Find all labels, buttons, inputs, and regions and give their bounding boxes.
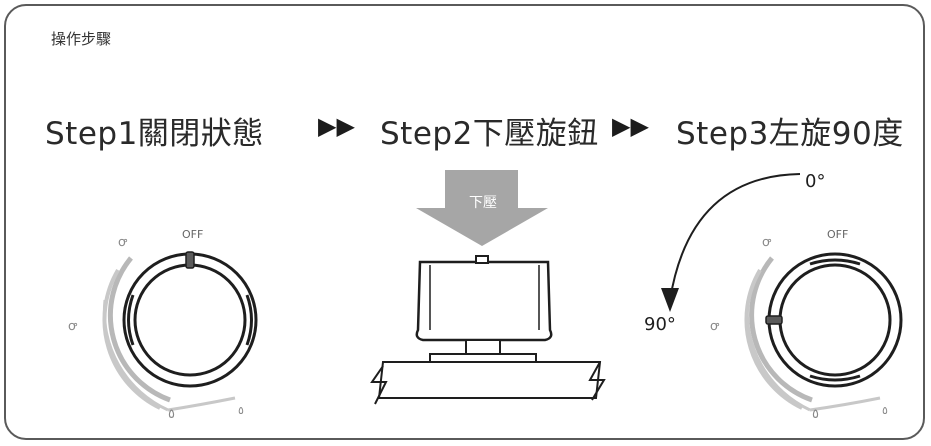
- droplet-small-icon: ٥: [882, 404, 888, 417]
- step1-label: Step1關閉狀態: [45, 116, 264, 152]
- angle-start-label: 0°: [805, 171, 825, 192]
- step3-label: Step3左旋90度: [676, 116, 904, 152]
- step2-press: 下壓: [370, 170, 606, 405]
- step-arrow-2: ▶▶: [612, 112, 649, 140]
- droplet-double-icon: ꝍ: [68, 319, 78, 334]
- step3-off-label: OFF: [827, 228, 848, 241]
- droplet-icon: ٥: [168, 407, 175, 422]
- droplet-icon: ٥: [812, 407, 819, 422]
- droplet-small-icon: ٥: [238, 404, 244, 417]
- step1-knob: OFF ꝍ ꝍ ٥ ٥: [68, 228, 258, 422]
- droplet-double-icon: ꝍ: [762, 235, 772, 250]
- droplet-double-icon: ꝍ: [710, 319, 720, 334]
- press-arrow-icon: [416, 170, 548, 246]
- step1-off-label: OFF: [182, 228, 203, 241]
- step-arrow-1: ▶▶: [318, 112, 355, 140]
- card-title: 操作步驟: [51, 30, 112, 48]
- panel-frame: [4, 4, 925, 440]
- press-label: 下壓: [469, 195, 497, 211]
- step2-label: Step2下壓旋鈕: [380, 116, 599, 152]
- step3-rotate: 0° 90° OFF ꝍ ꝍ ٥ ٥: [644, 171, 903, 422]
- rotate-arrow-icon: [661, 288, 679, 312]
- angle-end-label: 90°: [644, 314, 676, 335]
- droplet-double-icon: ꝍ: [118, 235, 128, 250]
